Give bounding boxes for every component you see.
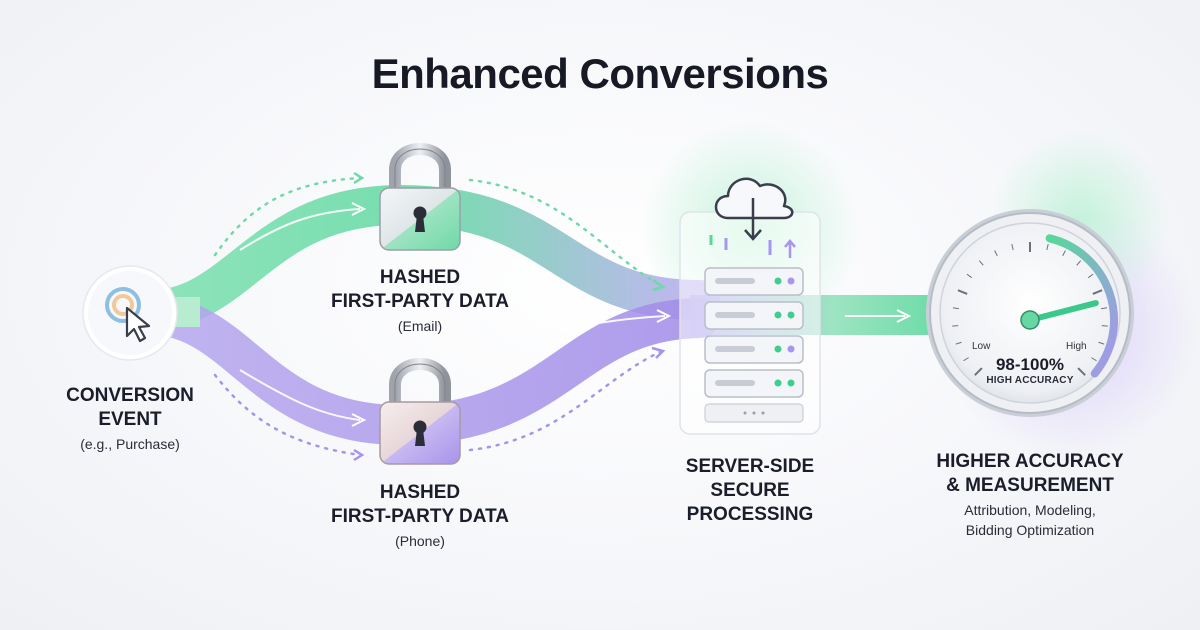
gauge-tick xyxy=(1011,244,1014,251)
dotted-flow-arrow xyxy=(213,373,362,457)
server-unit xyxy=(704,267,804,296)
gauge-tick xyxy=(1087,273,1094,279)
accuracy-heading-1: HIGHER ACCURACY xyxy=(936,451,1124,472)
gauge-low-label: Low xyxy=(972,341,991,352)
email-heading-1: HASHED xyxy=(379,267,461,288)
gauge-value: 98-100% xyxy=(995,355,1065,374)
accuracy-sub-2: Bidding Optimization xyxy=(965,522,1095,538)
gauge-tick xyxy=(1046,244,1049,251)
email-sub: (Email) xyxy=(397,318,443,334)
dotted-arrow-head xyxy=(652,278,666,292)
gauge-high-label: High xyxy=(1066,341,1087,352)
conversion-heading-1: CONVERSION xyxy=(66,385,194,406)
gauge-needle xyxy=(1027,300,1099,323)
gauge-icon xyxy=(926,209,1134,417)
gauge-tick xyxy=(1062,250,1066,257)
gauge-tick xyxy=(1077,367,1086,376)
accuracy-sub-1: Attribution, Modeling, xyxy=(964,502,1096,518)
phone-heading-1: HASHED xyxy=(379,482,461,503)
dotted-arrow-head xyxy=(651,346,666,359)
phone-heading-2: FIRST-PARTY DATA xyxy=(330,506,510,527)
dotted-flow-arrow xyxy=(468,350,662,452)
dotted-arrow-head xyxy=(353,171,365,185)
flow-arrow-head xyxy=(896,309,912,323)
gauge-level-arc xyxy=(1045,234,1118,378)
hashed-phone-label: HASHED FIRST-PARTY DATA (Phone) xyxy=(310,481,530,551)
flow-arrow-head xyxy=(351,202,367,216)
padlock-icon xyxy=(379,358,461,465)
gauge-tick xyxy=(974,367,983,376)
gauge-tick xyxy=(1076,260,1082,266)
dotted-flow-arrow xyxy=(468,178,662,287)
gauge-tick xyxy=(1098,341,1105,345)
gauge-tick xyxy=(955,341,962,345)
flow-arrow-line xyxy=(239,208,361,251)
cursor-click-icon xyxy=(82,265,178,361)
gauge-tick xyxy=(952,307,959,310)
cloud-download-icon xyxy=(714,177,794,241)
accuracy-heading-2: & MEASUREMENT xyxy=(946,475,1114,496)
gauge-tick xyxy=(966,273,973,279)
conversion-sub: (e.g., Purchase) xyxy=(80,436,180,452)
gauge-caption: HIGH ACCURACY xyxy=(986,375,1074,386)
server-unit xyxy=(704,301,804,330)
dotted-flow-arrow xyxy=(213,176,362,257)
flow-arrow-line xyxy=(239,369,361,421)
dotted-arrow-head xyxy=(353,448,365,462)
gauge-tick xyxy=(1091,357,1097,362)
gauge-ticks xyxy=(952,242,1108,376)
hashed-email-label: HASHED FIRST-PARTY DATA (Email) xyxy=(310,266,530,336)
gauge-tick xyxy=(963,357,969,362)
server-heading-2: SECURE xyxy=(710,480,790,501)
gauge-hub xyxy=(1020,310,1040,330)
gauge-tick xyxy=(957,289,968,295)
conversion-event-label: CONVERSION EVENT (e.g., Purchase) xyxy=(40,384,220,454)
conversion-heading-2: EVENT xyxy=(98,409,162,430)
gauge-tick xyxy=(994,250,998,257)
server-unit xyxy=(704,369,804,398)
server-heading-1: SERVER-SIDE xyxy=(685,456,815,477)
page-title: Enhanced Conversions xyxy=(371,50,829,97)
server-heading-3: PROCESSING xyxy=(686,504,814,525)
gauge-tick xyxy=(1092,289,1103,295)
phone-sub: (Phone) xyxy=(395,533,445,549)
server-rack-icon xyxy=(679,211,821,435)
gauge-tick xyxy=(1101,307,1108,310)
email-heading-2: FIRST-PARTY DATA xyxy=(330,291,510,312)
padlock-icon xyxy=(379,143,461,251)
accuracy-label: HIGHER ACCURACY & MEASUREMENT Attributio… xyxy=(910,450,1150,540)
flow-arrow-head xyxy=(656,309,672,323)
flow-arrow-line xyxy=(559,315,666,331)
server-unit xyxy=(704,335,804,364)
gauge-tick xyxy=(978,260,984,266)
flow-arrow-head xyxy=(351,413,367,427)
server-label: SERVER-SIDE SECURE PROCESSING xyxy=(650,455,850,527)
